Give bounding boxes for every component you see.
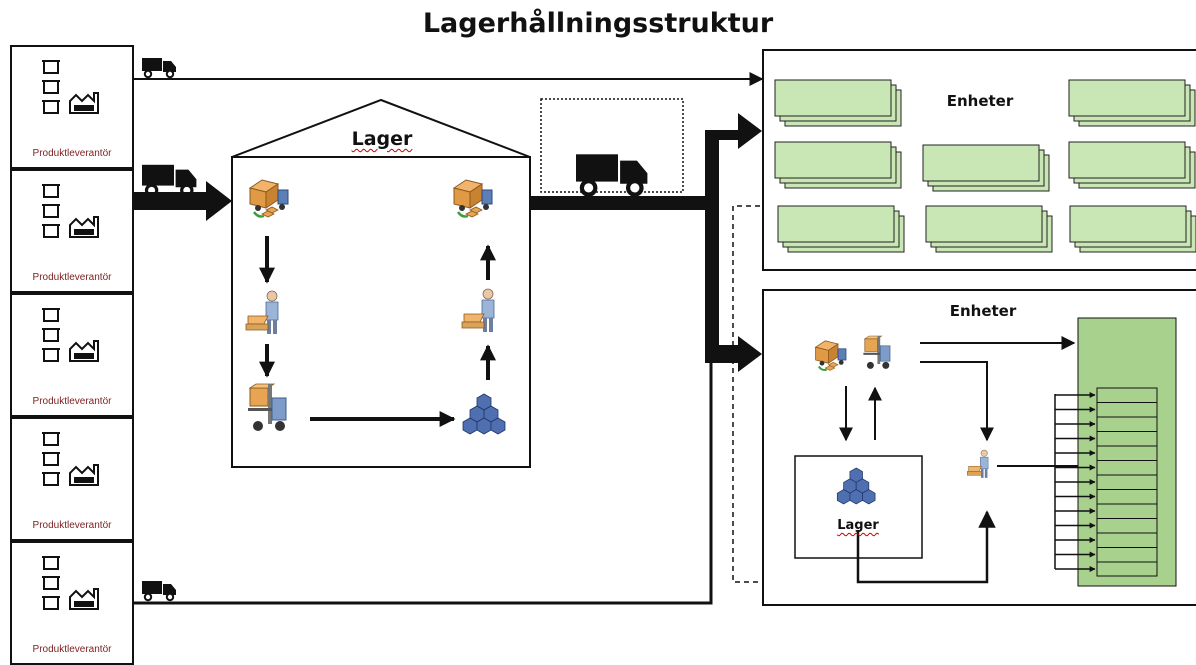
truck-icon bbox=[140, 163, 198, 198]
units-bottom-title: Enheter bbox=[949, 302, 1017, 320]
supplier-label: Produktleverantör bbox=[32, 272, 112, 283]
supplier-box-3: Produktleverantör bbox=[10, 293, 134, 417]
supplier-label: Produktleverantör bbox=[32, 644, 112, 655]
units-storage-label: Lager bbox=[837, 518, 879, 533]
factory-icon bbox=[42, 308, 99, 362]
truck-icon bbox=[141, 580, 177, 602]
warehouse-title: Lager bbox=[351, 128, 413, 150]
supplier-label: Produktleverantör bbox=[32, 396, 112, 407]
factory-icon bbox=[42, 184, 99, 238]
supplier-box-5: Produktleverantör bbox=[10, 541, 134, 665]
factory-icon bbox=[42, 60, 99, 114]
supplier-box-4: Produktleverantör bbox=[10, 417, 134, 541]
supplier-box-2: Produktleverantör bbox=[10, 169, 134, 293]
factory-icon bbox=[42, 432, 99, 486]
units-top-title: Enheter bbox=[946, 92, 1014, 110]
truck-icon bbox=[141, 57, 177, 79]
diagram-title: Lagerhållningsstruktur bbox=[422, 8, 774, 39]
supplier-box-1: Produktleverantör bbox=[10, 45, 134, 169]
factory-icon bbox=[42, 556, 99, 610]
truck-icon bbox=[576, 154, 647, 194]
supplier-label: Produktleverantör bbox=[32, 148, 112, 159]
supplier-label: Produktleverantör bbox=[32, 520, 112, 531]
